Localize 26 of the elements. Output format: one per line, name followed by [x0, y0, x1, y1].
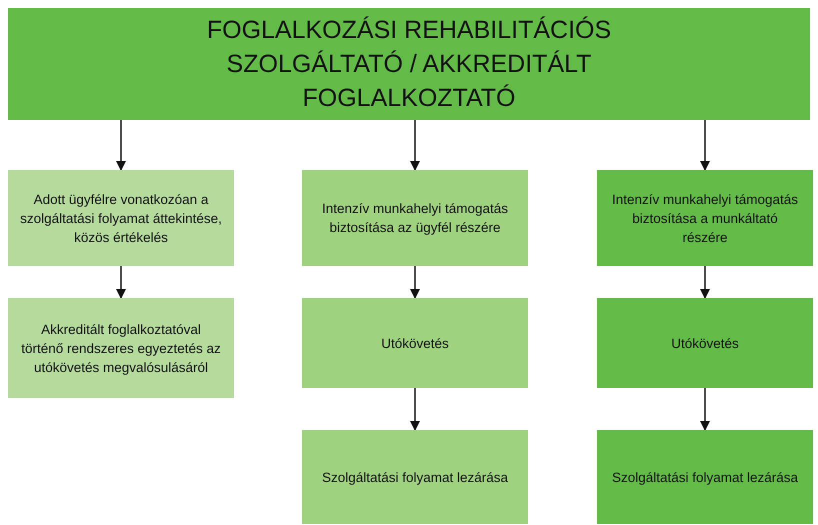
- process-box: [302, 430, 528, 524]
- header-text: FOGLALKOZÁSI REHABILITÁCIÓS SZOLGÁLTATÓ / AKKREDITÁLT FOGLALKOZTATÓ: [206, 15, 612, 114]
- box-text: Szolgáltatási folyamat lezárása: [322, 468, 508, 486]
- box-text: Utókövetés: [381, 334, 449, 352]
- arrow: [410, 120, 420, 171]
- process-box: [8, 170, 234, 266]
- box-text: Intenzív munkahelyi támogatás biztosítása az ügyfél részére: [320, 200, 510, 237]
- header-box: [8, 8, 810, 120]
- arrow: [700, 388, 710, 431]
- process-box: [302, 298, 528, 388]
- box-text: Szolgáltatási folyamat lezárása: [612, 468, 798, 486]
- arrow: [116, 120, 126, 171]
- arrow: [410, 388, 420, 431]
- arrow: [700, 120, 710, 171]
- box-text: Adott ügyfélre vonatkozóan a szolgáltatási folyamat áttekintése, közös értékelés: [20, 190, 222, 246]
- arrow: [410, 266, 420, 299]
- process-box: [597, 430, 813, 524]
- arrow: [700, 266, 710, 299]
- process-box: [302, 170, 528, 266]
- arrow: [116, 266, 126, 299]
- box-text: Akkreditált foglalkoztatóval történő rendszeres egyeztetés az utókövetés megvalósulásáról: [20, 320, 222, 376]
- box-text: Utókövetés: [671, 334, 739, 352]
- process-box: [597, 298, 813, 388]
- box-text: Intenzív munkahelyi támogatás biztosítása a munkáltató részére: [610, 190, 800, 246]
- process-box: [597, 170, 813, 266]
- process-box: [8, 298, 234, 398]
